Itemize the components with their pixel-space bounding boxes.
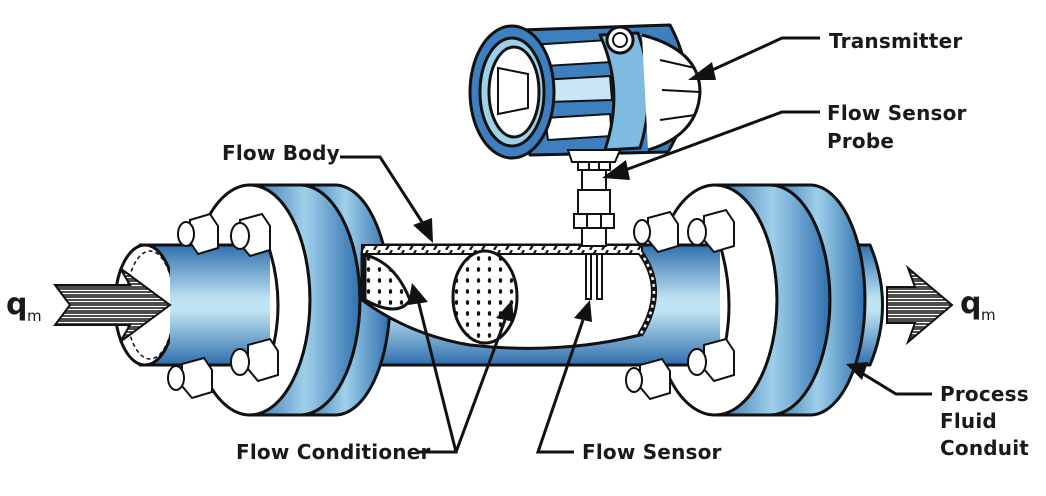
left-flange bbox=[167, 183, 392, 417]
flange-bolt bbox=[633, 210, 679, 254]
flow-sensor-element bbox=[585, 253, 603, 300]
leader-flow-sensor-probe bbox=[602, 110, 820, 180]
label-flow-sensor-probe-line2: Probe bbox=[827, 129, 894, 153]
flange-bolt bbox=[687, 337, 735, 383]
flange-bolt bbox=[167, 356, 213, 400]
label-transmitter: Transmitter bbox=[829, 29, 962, 53]
label-flow-conditioner: Flow Conditioner bbox=[236, 440, 431, 464]
right-flange bbox=[625, 183, 867, 417]
transmitter-housing bbox=[468, 23, 702, 163]
label-process-fluid-conduit-line2: Fluid bbox=[940, 409, 997, 433]
flow-conditioner-plate bbox=[451, 249, 519, 345]
flange-bolt bbox=[230, 212, 271, 258]
label-process-fluid-conduit-line3: Conduit bbox=[940, 436, 1029, 460]
flange-bolt bbox=[177, 212, 219, 256]
inlet-flow-symbol: q bbox=[6, 287, 27, 322]
flange-bolt bbox=[625, 357, 671, 401]
flow-out-arrow-icon bbox=[886, 264, 954, 346]
label-flow-sensor-probe-line1: Flow Sensor bbox=[827, 101, 967, 125]
outlet-flow-subscript: m bbox=[981, 306, 996, 324]
outlet-flow-symbol: q bbox=[960, 286, 981, 321]
leader-flow-sensor bbox=[535, 300, 592, 454]
flange-bolt bbox=[687, 208, 735, 254]
leader-process-fluid-conduit bbox=[846, 362, 932, 396]
flange-bolt bbox=[230, 337, 279, 383]
leader-flow-conditioner bbox=[408, 283, 514, 454]
inlet-flow-subscript: m bbox=[27, 307, 42, 325]
flow-in-arrow-icon bbox=[53, 267, 172, 343]
label-flow-sensor: Flow Sensor bbox=[582, 440, 722, 464]
leader-flow-body bbox=[340, 155, 433, 243]
label-process-fluid-conduit-line1: Process bbox=[940, 382, 1029, 406]
flow-body-wall bbox=[361, 244, 643, 255]
leader-transmitter bbox=[688, 36, 820, 80]
label-flow-body: Flow Body bbox=[222, 141, 340, 165]
flow-sensor-probe bbox=[573, 159, 615, 247]
